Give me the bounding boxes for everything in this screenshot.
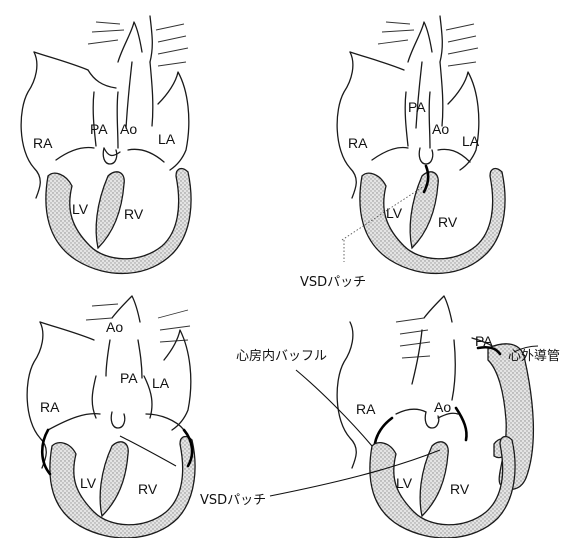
- label-lv: LV: [386, 205, 403, 221]
- label-ao: Ao: [106, 319, 123, 335]
- label-lv: LV: [396, 475, 413, 491]
- label-ao: Ao: [432, 121, 449, 137]
- label-ra: RA: [356, 401, 376, 417]
- label-ra: RA: [348, 135, 368, 151]
- label-la: LA: [462, 133, 480, 149]
- label-rv: RV: [124, 206, 144, 222]
- label-rv: RV: [438, 214, 458, 230]
- label-rv: RV: [450, 481, 470, 497]
- label-ra: RA: [40, 399, 60, 415]
- label-vsd-patch-top: VSDパッチ: [300, 275, 366, 290]
- label-atrial-baffle: 心房内バッフル: [236, 348, 327, 364]
- label-la: LA: [152, 375, 170, 391]
- label-lv: LV: [80, 475, 97, 491]
- label-extracardiac-conduit: 心外導管: [508, 349, 560, 364]
- panel-bottom-left: Ao PA LA RA LV RV: [27, 296, 195, 538]
- label-la: LA: [158, 131, 176, 147]
- label-pa: PA: [475, 333, 493, 349]
- label-ra: RA: [33, 135, 53, 151]
- label-pa: PA: [120, 370, 138, 386]
- panel-top-left: RA PA Ao LA LV RV: [21, 16, 191, 273]
- label-pa: PA: [90, 121, 108, 137]
- label-pa: PA: [408, 99, 426, 115]
- label-vsd-patch-bottom: VSDパッチ: [200, 493, 266, 508]
- panel-bottom-right: PA RA Ao LV RV 心房内バッフル 心外導管: [236, 296, 560, 538]
- label-rv: RV: [138, 481, 158, 497]
- label-ao: Ao: [120, 121, 137, 137]
- panel-top-right: RA PA Ao LA LV RV VSDパッチ: [300, 16, 505, 290]
- label-ao: Ao: [434, 399, 451, 415]
- label-lv: LV: [72, 201, 89, 217]
